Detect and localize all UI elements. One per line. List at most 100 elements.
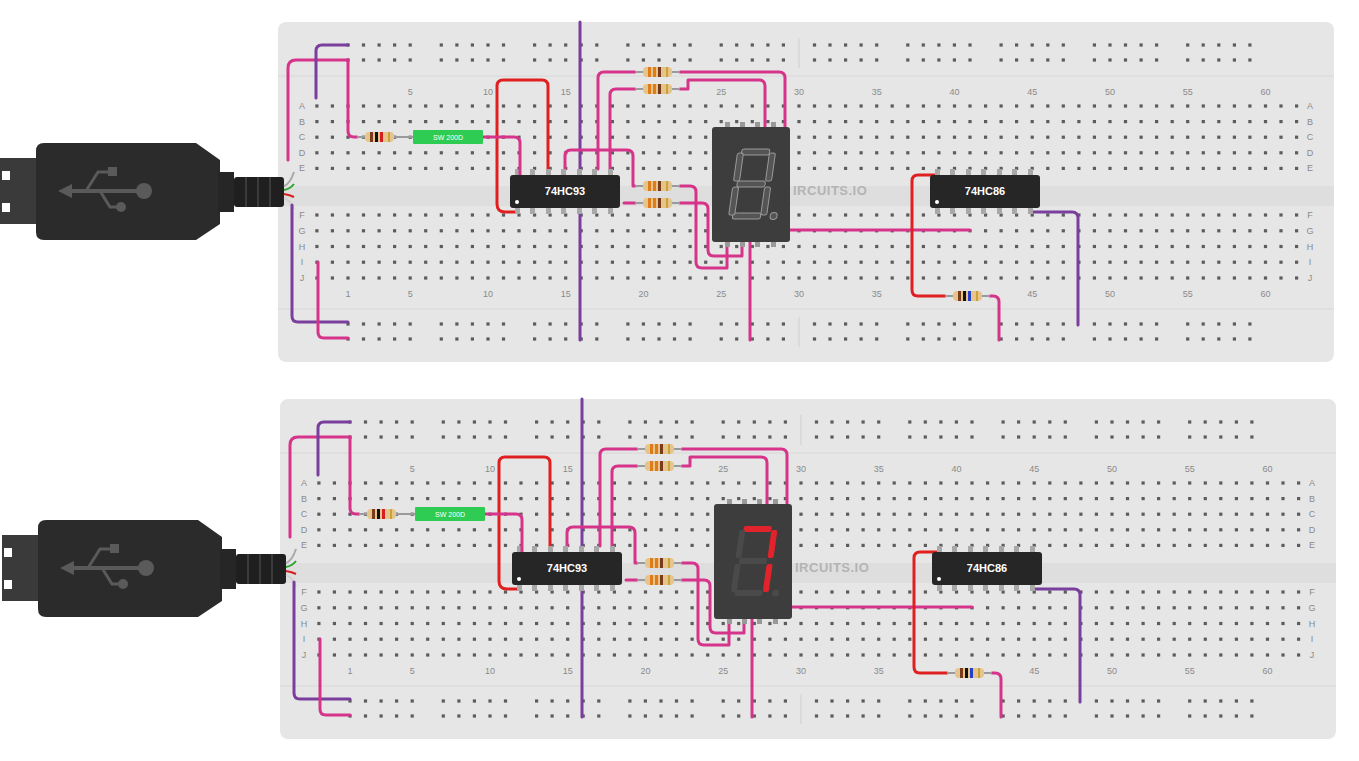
breadboard-hole <box>953 276 956 279</box>
breadboard-hole <box>1295 213 1298 216</box>
segment <box>736 530 746 558</box>
row-letter: I <box>303 635 306 644</box>
breadboard-hole <box>1217 245 1220 248</box>
breadboard-hole <box>1155 104 1158 107</box>
breadboard-hole <box>1062 151 1065 154</box>
breadboard-hole <box>409 120 412 123</box>
usb-neck <box>218 172 234 212</box>
breadboard-hole <box>1046 151 1049 154</box>
row-letter: I <box>1309 258 1312 267</box>
breadboard-hole <box>424 151 427 154</box>
breadboard-hole <box>953 337 956 340</box>
breadboard-hole <box>1031 261 1034 264</box>
breadboard-hole <box>984 136 987 139</box>
breadboard-hole <box>1124 120 1127 123</box>
resistor <box>635 84 680 94</box>
segment-lit <box>763 564 773 592</box>
breadboard-hole <box>362 167 365 170</box>
breadboard-hole <box>1155 245 1158 248</box>
breadboard-hole <box>828 276 831 279</box>
column-number: 20 <box>638 290 648 299</box>
breadboard-hole <box>1108 229 1111 232</box>
breadboard-hole <box>471 167 474 170</box>
breadboard-hole <box>1062 104 1065 107</box>
breadboard-hole <box>813 276 816 279</box>
breadboard-hole <box>720 245 723 248</box>
breadboard-hole <box>549 276 552 279</box>
breadboard-hole <box>502 58 505 61</box>
usb-wire <box>284 172 294 186</box>
breadboard-hole <box>1248 229 1251 232</box>
breadboard-hole <box>409 167 412 170</box>
breadboard-hole <box>1015 276 1018 279</box>
row-letter: J <box>300 274 305 283</box>
breadboard-hole <box>595 322 598 325</box>
breadboard-hole <box>968 245 971 248</box>
breadboard-hole <box>906 151 909 154</box>
breadboard-hole <box>1015 43 1018 46</box>
breadboard-hole <box>1046 322 1049 325</box>
breadboard-hole <box>720 261 723 264</box>
breadboard-hole <box>1233 167 1236 170</box>
breadboard-hole <box>1062 322 1065 325</box>
breadboard-hole <box>1264 136 1267 139</box>
segment <box>734 590 763 596</box>
breadboard-hole <box>844 322 847 325</box>
ic-chip: 74HC86 <box>932 552 1042 585</box>
display-pin <box>773 619 778 624</box>
breadboard-hole <box>689 322 692 325</box>
display-pin <box>757 499 762 504</box>
column-number: 40 <box>951 465 961 474</box>
breadboard-hole <box>1015 322 1018 325</box>
breadboard-hole <box>409 43 412 46</box>
breadboard-hole <box>393 245 396 248</box>
breadboard-hole <box>1093 261 1096 264</box>
chip-pin <box>592 208 597 214</box>
breadboard-hole <box>331 245 334 248</box>
breadboard-hole <box>1248 245 1251 248</box>
breadboard-hole <box>1295 120 1298 123</box>
breadboard-hole <box>440 337 443 340</box>
breadboard-hole <box>471 322 474 325</box>
breadboard-hole <box>455 229 458 232</box>
breadboard-hole <box>1077 104 1080 107</box>
breadboard-hole <box>906 337 909 340</box>
breadboard-hole <box>844 58 847 61</box>
breadboard-hole <box>1000 120 1003 123</box>
breadboard-hole <box>331 213 334 216</box>
breadboard-hole <box>1295 151 1298 154</box>
breadboard-hole <box>1093 276 1096 279</box>
column-number: 55 <box>1183 290 1193 299</box>
breadboard-hole <box>393 104 396 107</box>
breadboard-hole <box>564 337 567 340</box>
breadboard-hole <box>1186 245 1189 248</box>
breadboard-hole <box>626 337 629 340</box>
row-letter: D <box>299 148 306 157</box>
breadboard-hole <box>1046 337 1049 340</box>
column-number: 10 <box>485 465 495 474</box>
display-pin <box>742 499 747 504</box>
breadboard-hole <box>517 104 520 107</box>
breadboard-hole <box>471 229 474 232</box>
breadboard-hole <box>502 322 505 325</box>
breadboard-hole <box>860 213 863 216</box>
breadboard-hole <box>673 167 676 170</box>
breadboard-hole <box>1093 167 1096 170</box>
breadboard-hole <box>533 276 536 279</box>
breadboard-hole <box>1171 229 1174 232</box>
breadboard-hole <box>533 229 536 232</box>
breadboard-hole <box>922 136 925 139</box>
breadboard-hole <box>1140 261 1143 264</box>
breadboard-hole <box>486 213 489 216</box>
breadboard-hole <box>968 151 971 154</box>
breadboard-hole <box>1108 136 1111 139</box>
breadboard-hole <box>331 167 334 170</box>
breadboard-hole <box>1093 136 1096 139</box>
breadboard-hole <box>1248 337 1251 340</box>
chip-pin <box>1012 208 1017 214</box>
breadboard-hole <box>844 167 847 170</box>
breadboard-hole <box>1264 229 1267 232</box>
breadboard-hole <box>424 261 427 264</box>
